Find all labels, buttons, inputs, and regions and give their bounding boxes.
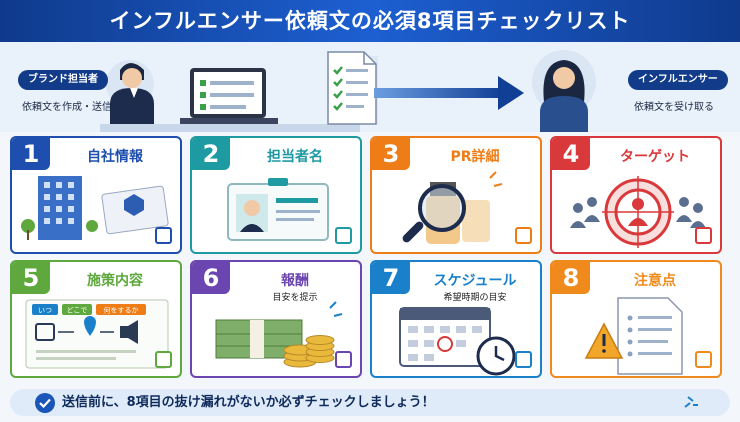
card-title: 担当者名 — [267, 149, 323, 165]
card-number: 6 — [192, 262, 230, 294]
check-circle-icon — [35, 392, 55, 413]
influencer-label: インフルエンサー — [628, 70, 728, 90]
card-number: 5 — [12, 262, 50, 294]
card-target: 4 ターゲット — [550, 136, 722, 254]
footer-text: 送信前に、8項目の抜け漏れがないか必ずチェックしましょう！ — [62, 395, 435, 410]
card-number: 2 — [192, 138, 230, 170]
checkbox[interactable] — [515, 227, 532, 244]
checkbox[interactable] — [155, 227, 172, 244]
card-contact-person: 2 担当者名 — [190, 136, 362, 254]
influencer-sublabel: 依頼文を受け取る — [634, 102, 714, 113]
tag-when: いつ — [38, 307, 52, 315]
card-number: 8 — [552, 262, 590, 294]
card-title: 施策内容 — [87, 273, 143, 289]
brand-manager-illustration — [100, 60, 360, 132]
card-title: PR詳細 — [450, 149, 500, 165]
card-number: 7 — [372, 262, 410, 294]
footer-reminder: 送信前に、8項目の抜け漏れがないか必ずチェックしましょう！ — [10, 389, 730, 416]
tag-what: 何をするか — [104, 306, 139, 315]
checkbox[interactable] — [155, 351, 172, 368]
card-pr-details: 3 PR詳細 — [370, 136, 542, 254]
card-title: 注意点 — [634, 273, 676, 289]
send-arrow-icon — [374, 76, 524, 110]
card-title: スケジュール — [433, 273, 517, 289]
money-stack-icon — [215, 301, 343, 368]
brand-label: ブランド担当者 — [18, 70, 108, 90]
id-card-icon — [227, 178, 329, 241]
office-building-icon — [21, 176, 169, 240]
influencer-illustration — [532, 50, 596, 132]
hero-section: ブランド担当者 依頼文を作成・送信 インフルエンサー 依頼文を受け取る — [0, 42, 740, 132]
campaign-plan-illustration: いつ どこで 何をするか — [25, 299, 169, 369]
checkbox[interactable] — [695, 351, 712, 368]
card-number: 4 — [552, 138, 590, 170]
checklist-document-icon — [327, 51, 378, 125]
card-campaign-content: 5 施策内容 いつ どこで 何をするか — [10, 260, 182, 378]
card-number: 3 — [372, 138, 410, 170]
checkbox[interactable] — [515, 351, 532, 368]
calendar-clock-icon — [399, 307, 516, 376]
card-number: 1 — [12, 138, 50, 170]
card-subtitle: 希望時期の目安 — [443, 293, 507, 303]
brand-sublabel: 依頼文を作成・送信 — [22, 102, 112, 113]
magnifier-product-icon — [402, 171, 503, 244]
card-schedule: 7 スケジュール 希望時期の目安 — [370, 260, 542, 378]
card-company-info: 1 自社情報 — [10, 136, 182, 254]
target-audience-icon — [570, 176, 706, 248]
accent-lines-icon — [684, 396, 698, 408]
card-notes: 8 注意点 — [550, 260, 722, 378]
card-subtitle: 目安を提示 — [272, 293, 318, 303]
checkbox[interactable] — [335, 227, 352, 244]
card-compensation: 6 報酬 目安を提示 — [190, 260, 362, 378]
card-title: ターゲット — [620, 149, 690, 165]
card-title: 報酬 — [281, 273, 309, 289]
page-title: インフルエンサー依頼文の必須8項目チェックリスト — [0, 0, 740, 42]
warning-document-icon — [584, 297, 683, 375]
checkbox[interactable] — [695, 227, 712, 244]
card-title: 自社情報 — [87, 149, 143, 165]
tag-where: どこで — [67, 307, 88, 315]
checkbox[interactable] — [335, 351, 352, 368]
